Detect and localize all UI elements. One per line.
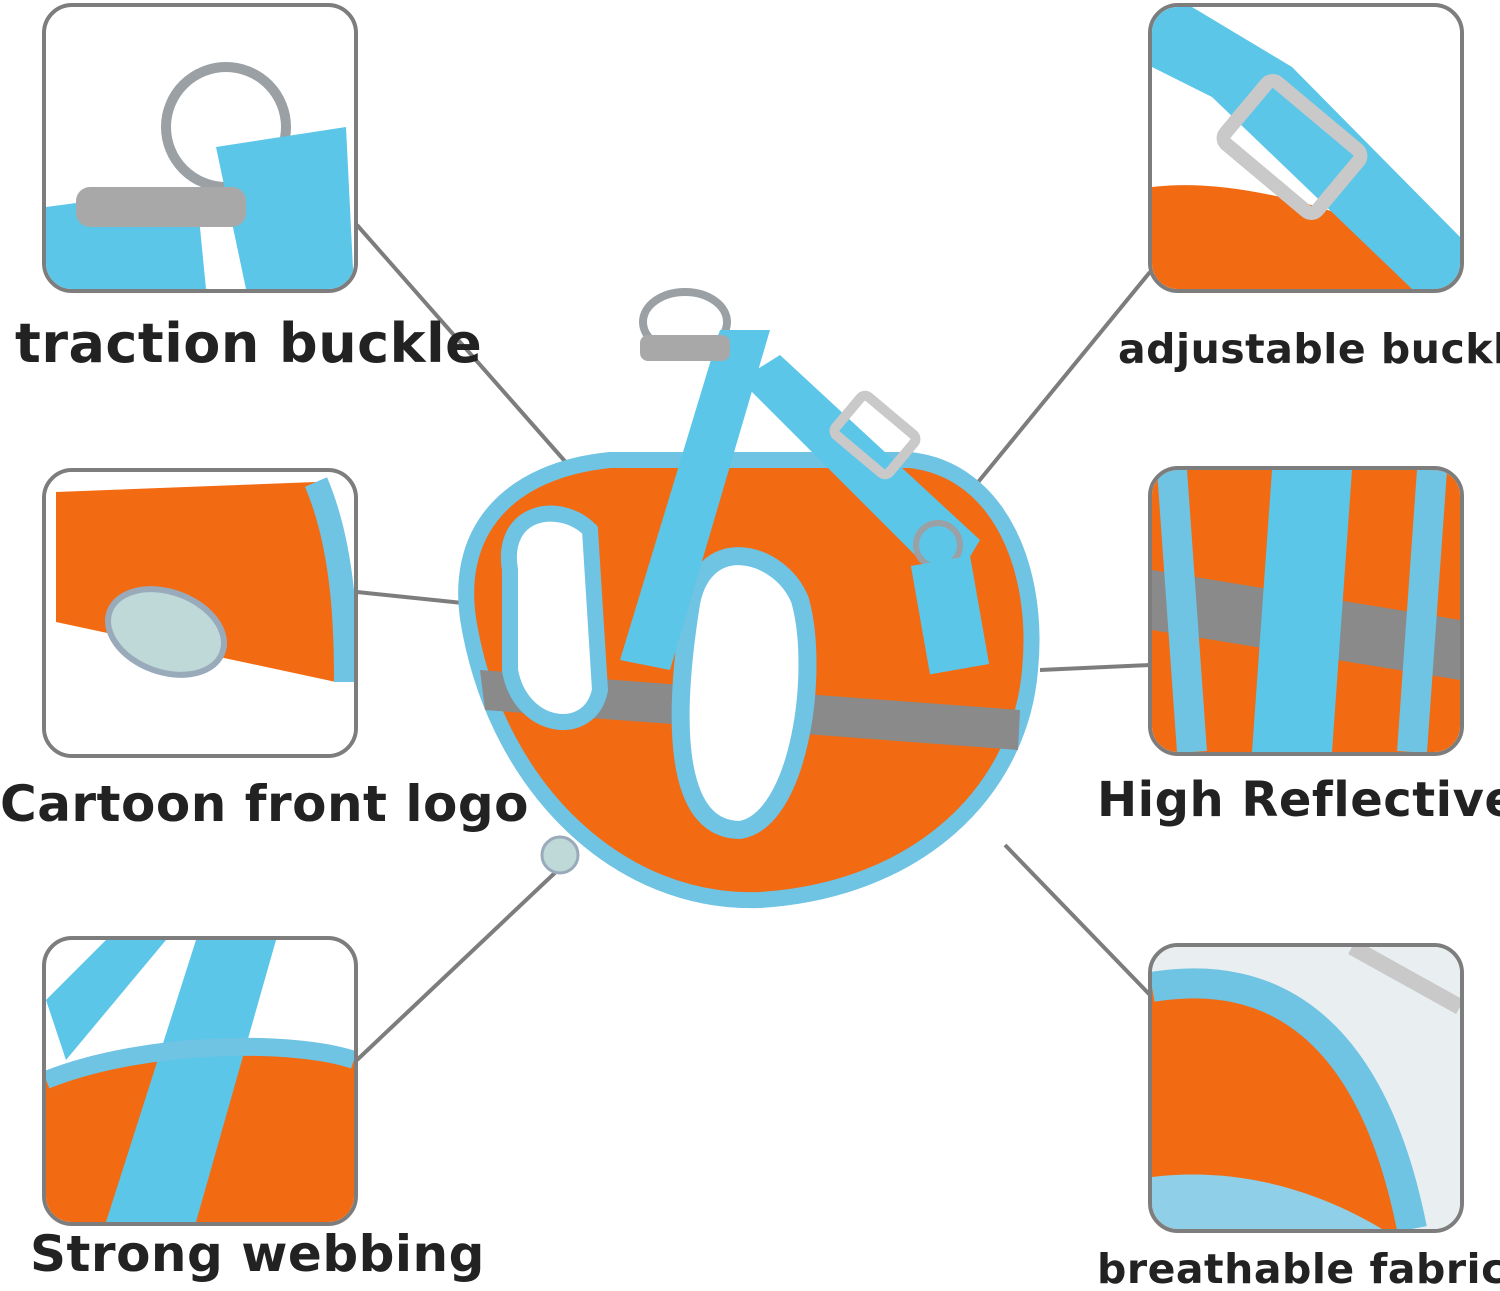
connector-adjustable-buckle xyxy=(968,270,1152,494)
detail-breathable xyxy=(1148,943,1464,1233)
connector-reflective xyxy=(1039,663,1151,672)
logo-badge xyxy=(540,835,580,875)
adjustable-buckle xyxy=(829,390,921,480)
harness-image xyxy=(458,288,1040,909)
label-webbing: Strong webbing xyxy=(30,1225,485,1283)
leg-opening-left xyxy=(500,505,609,730)
detail-adjustable-buckle xyxy=(1148,3,1464,293)
traction-buckle xyxy=(640,335,730,361)
leg-opening-right xyxy=(671,547,817,840)
label-traction-buckle: traction buckle xyxy=(15,312,483,375)
detail-front-logo xyxy=(42,468,358,758)
detail-webbing xyxy=(42,936,358,1226)
detail-reflective xyxy=(1148,466,1464,756)
label-adjustable-buckle: adjustable buckle xyxy=(1118,325,1500,373)
label-breathable: breathable fabric xyxy=(1097,1245,1500,1291)
detail-traction-buckle xyxy=(42,3,358,293)
strap-front xyxy=(620,330,770,670)
label-front-logo: Cartoon front logo xyxy=(0,775,529,833)
connector-breathable xyxy=(1003,843,1152,997)
connector-webbing xyxy=(355,866,562,1062)
connector-traction-buckle xyxy=(355,223,594,494)
label-reflective: High Reflective xyxy=(1097,772,1500,828)
